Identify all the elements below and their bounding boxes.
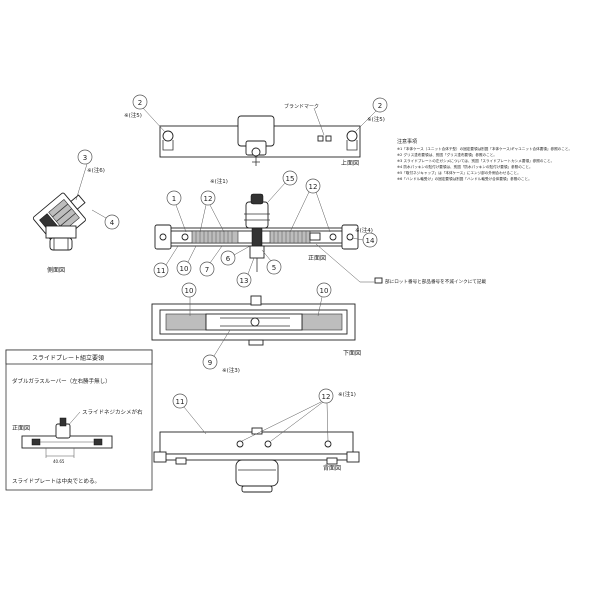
svg-text:13: 13 <box>240 277 249 285</box>
svg-text:5: 5 <box>272 264 276 272</box>
bottom-view: 下面図 <box>151 295 361 357</box>
callout-10-b: 10 <box>181 282 197 316</box>
svg-text:3: 3 <box>83 154 87 162</box>
side-view: 側面図 <box>32 192 86 274</box>
svg-text:11: 11 <box>176 398 185 406</box>
note-line: ※2 グリス塗布要領は、別図「グリス塗布要領」参照のこと。 <box>397 152 497 157</box>
back-view-label: 背面図 <box>323 464 341 472</box>
svg-text:10: 10 <box>320 287 329 295</box>
notes-heading: 注意事項 <box>397 138 417 145</box>
cap-left <box>162 130 174 142</box>
inset-title: スライドプレート組立要領 <box>32 354 104 362</box>
svg-text:10: 10 <box>185 287 194 295</box>
lot-note-label: 部にロット番号と部品番号を不滅インクにて記載 <box>385 278 486 285</box>
svg-text:15: 15 <box>286 175 295 183</box>
callout-11-b: 11 <box>172 393 207 435</box>
inset-front-label: 正面図 <box>12 425 30 432</box>
note-line: ※1「本体ケース（ユニット合体チ型）の固定要領は別図「本体ケース/ギャユニット合… <box>397 146 572 151</box>
callout-2-left: 2 ※(注5) <box>124 94 166 133</box>
svg-text:1: 1 <box>172 195 176 203</box>
top-view-label: 上面図 <box>341 159 359 167</box>
svg-text:12: 12 <box>322 393 331 401</box>
brand-mark-label: ブランドマーク <box>284 103 319 110</box>
note-line: ※5「取付ネジキャップ」は「本体ケース」にエンジ部の外側合わせること。 <box>397 170 521 175</box>
note-line: ※3 スライドプレートの左ガシメについては、別図「スライドプレートカシメ要領」参… <box>397 158 554 163</box>
inset-panel: スライドプレート組立要領 ダブルガラスルーバー（左右勝手無し） スライドネジカシ… <box>5 349 153 491</box>
front-view: 正面図 <box>154 193 359 272</box>
front-view-label: 正面図 <box>308 255 326 262</box>
inset-footer: スライドプレートは中央でとめる。 <box>12 477 100 485</box>
svg-text:9: 9 <box>208 359 212 367</box>
cap-right <box>346 130 358 142</box>
svg-text:2: 2 <box>138 99 142 107</box>
back-view-bar <box>159 431 354 455</box>
note1-a: ※(注1) <box>210 177 228 185</box>
callout-14: 14 ※(注4) <box>351 226 378 248</box>
inset-dimension: 40.65 <box>53 459 65 464</box>
bottom-view-label: 下面図 <box>343 350 361 357</box>
callout-12-b: 12 <box>289 178 331 233</box>
callout-12-c: 12 ※(注1) <box>241 388 356 442</box>
note-line: ※4 防水パッキンの貼付け要領は、別図「防水パッキンの貼付け要領」参照のこと。 <box>397 164 533 169</box>
callout-12-a: 12 <box>199 190 225 233</box>
callout-5: 5 <box>261 249 282 275</box>
callout-4: 4 <box>91 209 120 230</box>
lot-note: 部にロット番号と部品番号を不滅インクにて記載 <box>315 243 486 285</box>
svg-text:11: 11 <box>157 267 166 275</box>
note5-right: ※(注5) <box>367 115 385 123</box>
callout-15: 15 <box>267 170 298 203</box>
callout-2-right: 2 ※(注5) <box>354 97 388 133</box>
inset-caulk-label: スライドネジカシメが右 <box>82 408 143 416</box>
svg-text:6: 6 <box>226 255 231 263</box>
callout-7: 7 <box>199 245 223 277</box>
svg-text:14: 14 <box>366 237 375 245</box>
inset-subtitle: ダブルガラスルーバー（左右勝手無し） <box>12 377 111 385</box>
svg-text:10: 10 <box>180 265 189 273</box>
svg-text:7: 7 <box>205 266 209 274</box>
note5-left: ※(注5) <box>124 111 142 119</box>
svg-text:4: 4 <box>110 219 115 227</box>
side-view-label: 側面図 <box>47 266 65 274</box>
note4: ※(注4) <box>355 226 373 234</box>
back-view: 背面図 <box>153 427 360 493</box>
callout-13: 13 <box>236 257 255 288</box>
svg-text:2: 2 <box>378 102 382 110</box>
notes-block: 注意事項 ※1「本体ケース（ユニット合体チ型）の固定要領は別図「本体ケース/ギャ… <box>397 138 572 181</box>
note-line: ※6「ハンドル軸受け」の固定要領は別図「ハンドル軸受け合体要領」参照のこと。 <box>397 176 532 181</box>
svg-text:12: 12 <box>309 183 318 191</box>
callout-9: 9 ※(注3) <box>202 329 240 374</box>
callout-10-a: 10 <box>176 245 197 276</box>
callout-3: 3 ※(注6) <box>75 149 105 201</box>
note3: ※(注3) <box>222 366 240 374</box>
callout-1: 1 <box>166 190 187 233</box>
note1-b: ※(注1) <box>338 390 356 398</box>
top-view: ブランドマーク 上面図 <box>159 103 361 167</box>
callout-11: 11 <box>153 245 179 278</box>
callout-10-c: 10 <box>316 282 332 317</box>
callout-6: 6 <box>220 245 251 266</box>
svg-text:12: 12 <box>204 195 213 203</box>
note6: ※(注6) <box>87 166 105 174</box>
